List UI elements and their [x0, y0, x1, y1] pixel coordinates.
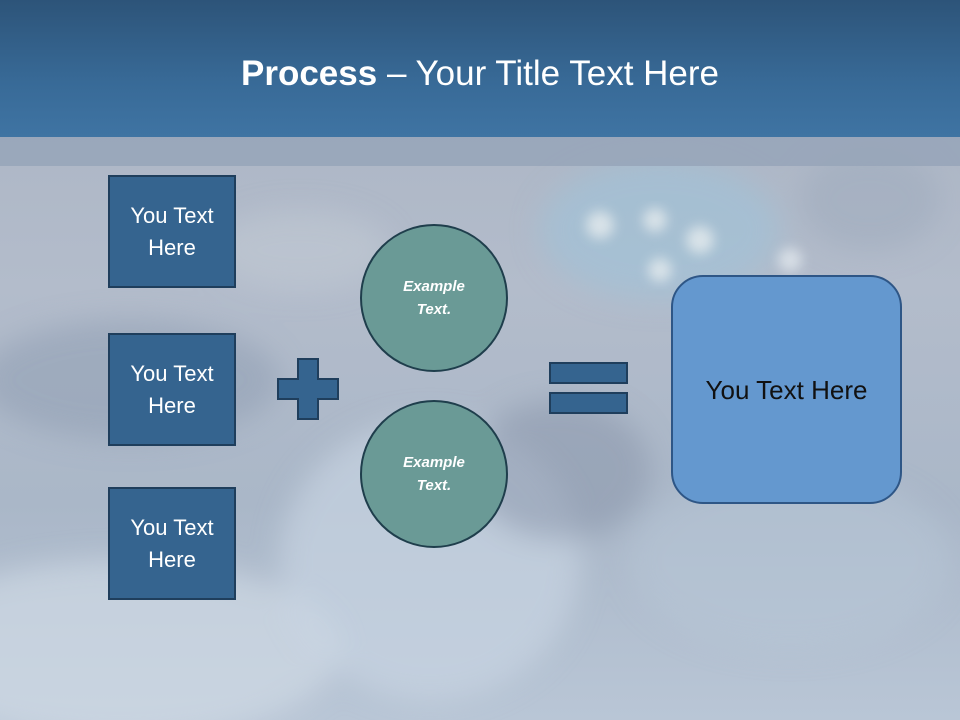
- example-circle-1: Example Text.: [360, 224, 508, 372]
- equals-icon: [549, 362, 628, 414]
- title-bar: [0, 0, 960, 137]
- example-circle-2-label: Example Text.: [403, 454, 465, 494]
- example-circle-1-label: Example Text.: [403, 278, 465, 318]
- input-box-2-label: You Text Here: [130, 360, 214, 418]
- slide-title-rest: – Your Title Text Here: [377, 54, 719, 93]
- slide-title: Process – Your Title Text Here: [0, 52, 960, 96]
- input-box-1-label: You Text Here: [130, 202, 214, 260]
- title-bar-strip: [0, 137, 960, 166]
- input-box-3-label: You Text Here: [130, 514, 214, 572]
- example-circle-2: Example Text.: [360, 400, 508, 548]
- input-box-2: You Text Here: [108, 333, 236, 446]
- result-box-label: You Text Here: [705, 374, 868, 405]
- slide-title-bold: Process: [241, 54, 378, 93]
- input-box-3: You Text Here: [108, 487, 236, 600]
- input-box-1: You Text Here: [108, 175, 236, 288]
- result-box: You Text Here: [671, 275, 902, 504]
- plus-icon: [277, 358, 339, 420]
